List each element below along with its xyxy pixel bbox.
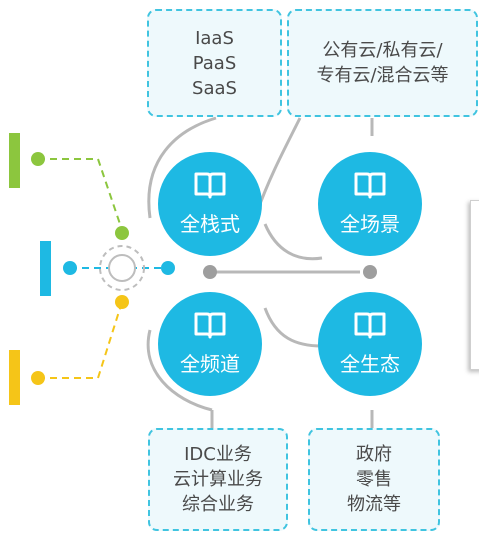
industries-box: 政府 零售 物流等 xyxy=(308,428,440,531)
circle-label: 全栈式 xyxy=(180,212,240,236)
hub-ring-outer xyxy=(99,245,145,291)
box-line: SaaS xyxy=(192,77,237,99)
full-channel-circle: 全频道 xyxy=(158,292,262,396)
blue-dot-start xyxy=(63,261,77,275)
book-icon xyxy=(354,172,386,199)
yellow-connector xyxy=(38,301,123,379)
blue-dot-end xyxy=(161,261,175,275)
circle-label: 全生态 xyxy=(340,352,400,376)
yellow-bar xyxy=(9,350,20,405)
book-icon xyxy=(354,312,386,339)
stack-layers-box: IaaS PaaS SaaS xyxy=(147,9,282,117)
box-line: 公有云/私有云/ xyxy=(322,40,443,61)
yellow-dot-start xyxy=(31,371,45,385)
box-line: 政府 xyxy=(356,444,392,465)
green-bar xyxy=(9,133,20,188)
yellow-dot-end xyxy=(115,295,129,309)
full-scene-circle: 全场景 xyxy=(318,152,422,256)
junction-dot-right xyxy=(363,265,377,279)
cloud-types-box: 公有云/私有云/ 专有云/混合云等 xyxy=(287,9,478,117)
box-line: 综合业务 xyxy=(182,494,254,515)
green-dot-end xyxy=(115,226,129,240)
junction-dot-left xyxy=(203,265,217,279)
full-stack-circle: 全栈式 xyxy=(158,152,262,256)
box-line: PaaS xyxy=(192,52,237,74)
circle-label: 全频道 xyxy=(180,352,240,376)
box-line: IaaS xyxy=(195,27,234,49)
hub-ring-inner xyxy=(108,254,136,282)
connector-arcs xyxy=(146,116,374,428)
full-ecosystem-circle: 全生态 xyxy=(318,292,422,396)
box-line: 零售 xyxy=(356,469,392,490)
circle-label: 全场景 xyxy=(340,212,400,236)
book-icon xyxy=(194,172,226,199)
box-line: IDC业务 xyxy=(184,444,252,465)
green-connector xyxy=(38,158,123,231)
blue-bar xyxy=(40,241,51,296)
box-line: 物流等 xyxy=(347,494,401,515)
business-types-box: IDC业务 云计算业务 综合业务 xyxy=(148,428,288,531)
green-dot-start xyxy=(31,152,45,166)
book-icon xyxy=(194,312,226,339)
side-panel-edge xyxy=(470,200,479,370)
box-line: 云计算业务 xyxy=(173,469,263,490)
box-line: 专有云/混合云等 xyxy=(316,65,449,86)
